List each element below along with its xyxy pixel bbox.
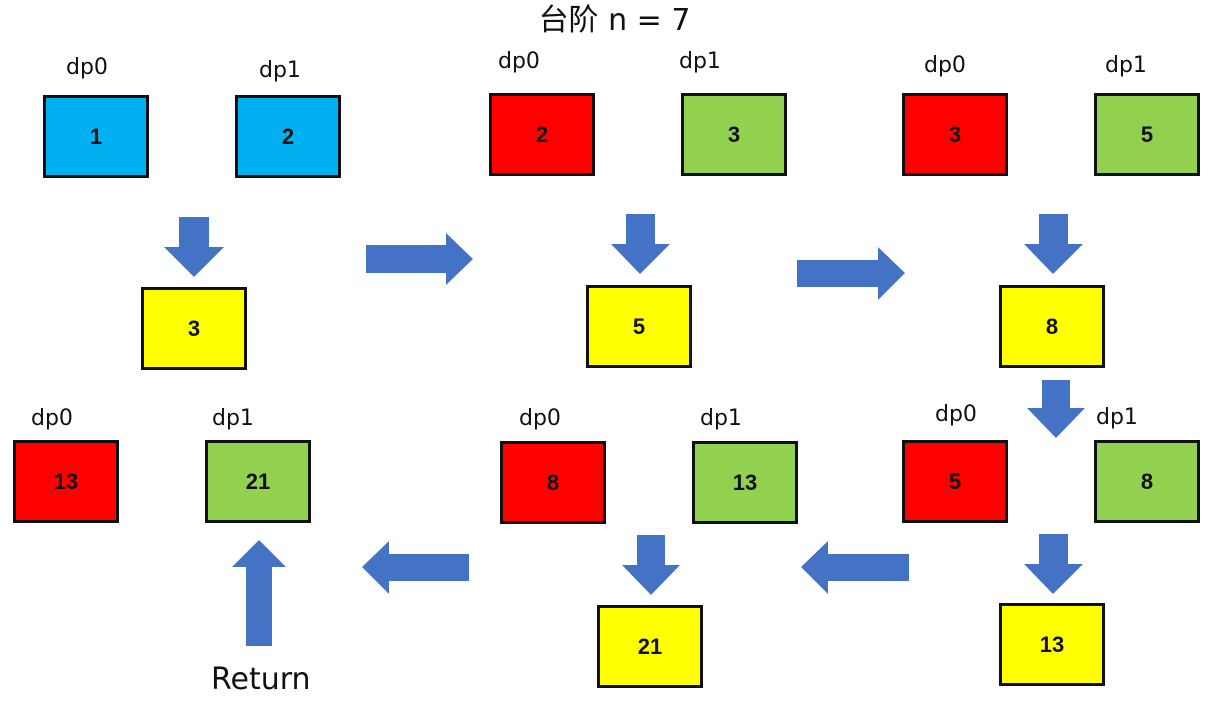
stage1-sum-box: 3 [141,287,247,370]
stage3-dp1-label: dp1 [1105,53,1147,78]
stage5-sum-box: 21 [597,605,703,688]
stage1-dp0-label: dp0 [66,55,108,80]
return-label: Return [211,662,311,697]
stage6-dp0-box: 13 [13,440,119,523]
stage6-dp1-label: dp1 [212,406,254,431]
stage6-dp0-label: dp0 [31,406,73,431]
down-arrow-icon [611,214,670,274]
stage2-sum-box: 5 [586,285,692,368]
stage5-dp0-box: 8 [500,441,606,524]
diagram-title: 台阶 n = 7 [538,3,691,38]
stage1-dp1-label: dp1 [259,58,301,83]
stage3-sum-box: 8 [999,285,1105,368]
stage3-dp0-label: dp0 [924,53,966,78]
stage3-dp1-box: 5 [1094,93,1200,176]
stage1-dp1-box: 2 [235,95,341,178]
up-arrow-icon [232,540,286,646]
stage5-dp1-label: dp1 [700,406,742,431]
stage4-dp1-label: dp1 [1096,405,1138,430]
stage5-dp1-box: 13 [692,441,798,524]
stage2-dp0-label: dp0 [498,49,540,74]
stage5-dp0-label: dp0 [519,406,561,431]
right-arrow-icon [366,233,473,285]
stage2-dp1-box: 3 [681,93,787,176]
left-arrow-icon [801,541,909,594]
down-arrow-icon [622,535,680,595]
stage1-dp0-box: 1 [43,95,149,178]
stage4-dp0-box: 5 [902,440,1008,523]
stage2-dp0-box: 2 [489,93,595,176]
down-arrow-icon [1027,380,1085,438]
down-arrow-icon [164,217,224,277]
stage3-dp0-box: 3 [902,93,1008,176]
left-arrow-icon [362,541,469,594]
stage4-sum-box: 13 [999,603,1105,686]
stage4-dp1-box: 8 [1094,440,1200,523]
stage6-dp1-box: 21 [205,440,311,523]
down-arrow-icon [1024,214,1083,274]
stage4-dp0-label: dp0 [935,402,977,427]
down-arrow-icon [1024,534,1083,594]
stage2-dp1-label: dp1 [679,49,721,74]
right-arrow-icon [797,247,905,300]
